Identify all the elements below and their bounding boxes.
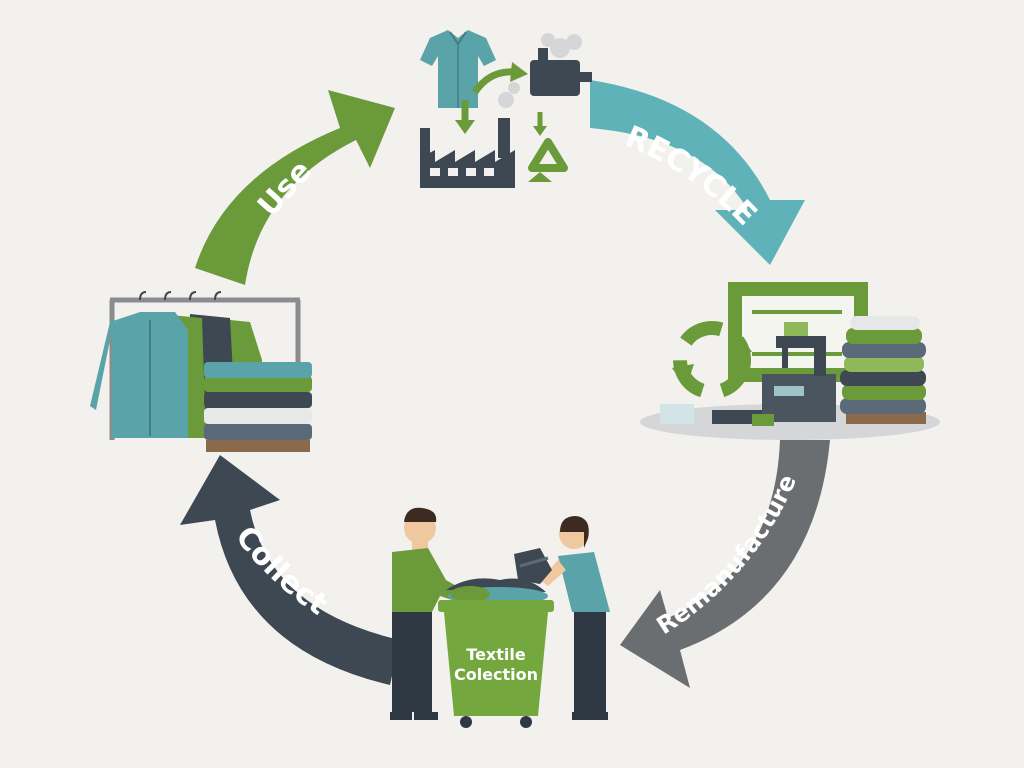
cycle-arrows-icon: [455, 62, 528, 134]
remanufacture-arrow: Remanufacture: [620, 440, 830, 688]
fabric-pile-icon: [840, 316, 926, 424]
use-arrow: Use: [195, 90, 395, 285]
machine-icon: [530, 33, 592, 96]
small-recycle-icon: [528, 112, 568, 182]
collection-cluster: Textile Colection: [390, 507, 610, 728]
recycle-arrow: RECYCLE: [590, 80, 805, 265]
screen-panel: [728, 282, 868, 382]
factory-icon: [420, 82, 520, 188]
bin-label-line1: Textile: [466, 645, 526, 664]
sewing-machine-icon: [762, 336, 836, 422]
shirt-icon: [420, 30, 496, 108]
person-man-icon: [390, 507, 470, 720]
recycle-process-cluster: [420, 30, 592, 188]
collect-arrow: Collect: [180, 455, 400, 685]
bin-label-line2: Colection: [454, 665, 538, 684]
person-woman-icon: [540, 516, 610, 720]
recycle-icon: [672, 321, 752, 399]
collection-bin-icon: Textile Colection: [438, 578, 554, 728]
held-clothes-icon: [514, 548, 552, 584]
fabric-bundle-icon: [660, 404, 774, 426]
clothing-rack-cluster: [90, 291, 312, 452]
folded-clothes-icon: [204, 362, 312, 452]
remanufacture-facility-cluster: [640, 282, 940, 440]
